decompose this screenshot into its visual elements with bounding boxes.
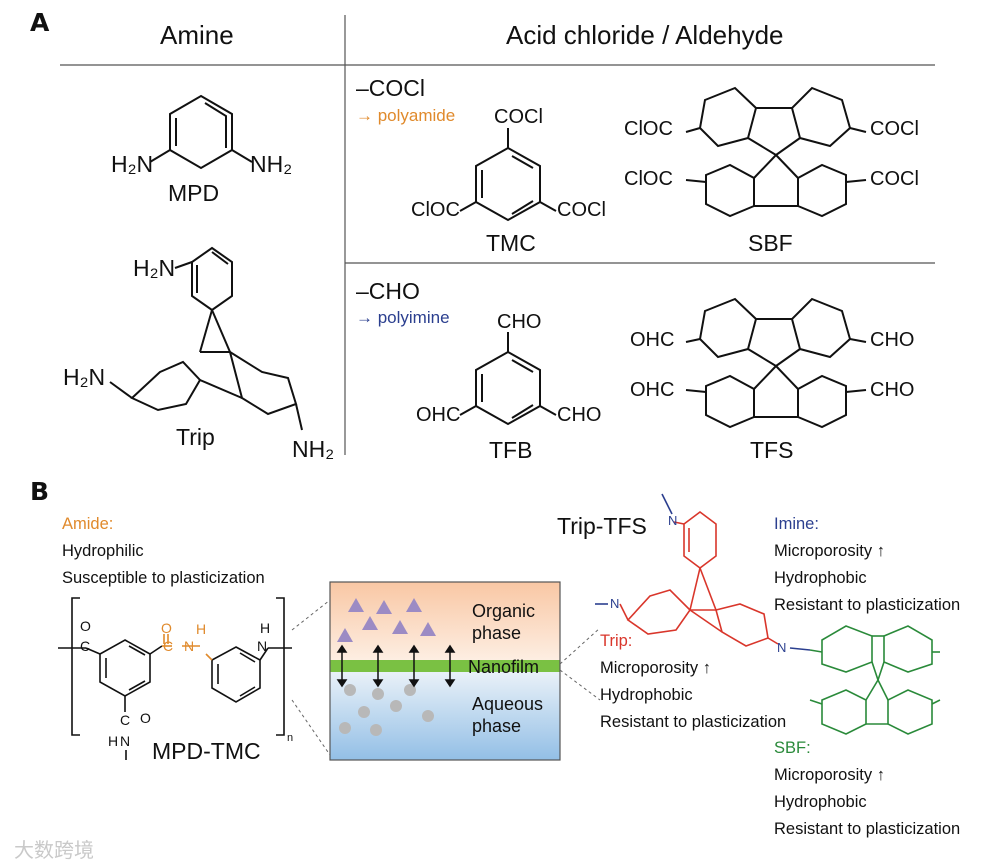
tfb-group-3: CHO	[557, 404, 602, 426]
cocl-label: –COCl	[356, 75, 426, 101]
atom-h-1: H	[196, 621, 207, 637]
tfs-structure	[685, 297, 867, 429]
mpd-name: MPD	[168, 180, 220, 206]
atom-c-2: C	[163, 638, 174, 654]
sbf-line-3: Resistant to plasticization	[774, 820, 961, 838]
sbf-structure	[685, 86, 867, 218]
imine-n-3: N	[777, 640, 787, 655]
tfb-group-1: CHO	[497, 311, 542, 333]
imine-n-1: N	[668, 513, 678, 528]
panel-a-grid	[60, 15, 935, 455]
aqueous-label-2: phase	[472, 716, 522, 736]
polymer1-connectors	[291, 599, 331, 756]
interface-box	[329, 581, 561, 761]
solute-triangles	[337, 598, 436, 642]
panel-a-label: A	[30, 8, 50, 37]
tfs-group-2: CHO	[870, 329, 915, 351]
trip-group-1: H₂N	[133, 255, 176, 281]
tmc-name: TMC	[486, 230, 536, 256]
sbf-group-3: ClOC	[624, 168, 673, 190]
trip-tfs-trip-unit	[619, 511, 779, 647]
tfb-group-2: OHC	[416, 404, 461, 426]
imine-line-3: Resistant to plasticization	[774, 596, 961, 614]
atom-c-3: C	[120, 712, 131, 728]
polyamide-label: → polyamide	[356, 106, 456, 125]
atom-o-3: O	[140, 710, 151, 726]
imine-line-2: Hydrophobic	[774, 569, 867, 587]
atom-o-1: O	[80, 618, 91, 634]
aqueous-label-1: Aqueous	[472, 694, 544, 714]
trip-tfs-imine-links	[595, 493, 811, 651]
trip-group-2: H₂N	[63, 364, 106, 390]
atom-o-2: O	[161, 620, 172, 636]
sbf-group-1: ClOC	[624, 118, 673, 140]
sbf-group-4: COCl	[870, 168, 919, 190]
sbf-title: SBF:	[774, 739, 811, 757]
atom-n-1: N	[184, 638, 195, 654]
tfs-name: TFS	[750, 437, 794, 463]
imine-n-2: N	[610, 596, 620, 611]
amine-header: Amine	[160, 20, 234, 50]
mpd-group-2: NH₂	[250, 151, 293, 177]
trip-tfs-name: Trip-TFS	[557, 513, 647, 539]
panel-b-label: B	[30, 477, 50, 506]
imine-title: Imine:	[774, 515, 819, 533]
sbf-line-1: Microporosity ↑	[774, 766, 885, 784]
aqueous-droplets	[339, 684, 434, 736]
amide-line-2: Susceptible to plasticization	[62, 569, 265, 587]
amide-line-1: Hydrophilic	[62, 542, 144, 560]
trip-tfs-sbf-unit	[809, 625, 941, 735]
trip-line-1: Microporosity ↑	[600, 659, 711, 677]
diffusion-arrows	[336, 644, 456, 688]
polymer2-connectors	[559, 627, 601, 701]
mpd-group-1: H₂N	[111, 151, 154, 177]
polyimine-label: → polyimine	[356, 308, 450, 327]
atom-n-2: N	[257, 638, 268, 654]
imine-line-1: Microporosity ↑	[774, 542, 885, 560]
atom-n-3: N	[120, 733, 131, 749]
sbf-line-2: Hydrophobic	[774, 793, 867, 811]
organic-label-2: phase	[472, 623, 522, 643]
trip-name: Trip	[176, 424, 215, 450]
tfs-group-1: OHC	[630, 329, 675, 351]
trip-title: Trip:	[600, 632, 633, 650]
acid-aldehyde-header: Acid chloride / Aldehyde	[506, 20, 784, 50]
nanofilm-band	[330, 660, 560, 672]
tmc-group-3: COCl	[557, 199, 606, 221]
trip-structure	[109, 246, 303, 431]
atom-h-3: H	[108, 733, 119, 749]
tmc-structure	[459, 128, 557, 222]
sbf-group-2: COCl	[870, 118, 919, 140]
trip-group-3: NH₂	[292, 436, 335, 462]
mpd-tmc-structure	[58, 597, 292, 760]
trip-line-2: Hydrophobic	[600, 686, 693, 704]
tmc-group-2: ClOC	[411, 199, 460, 221]
cho-label: –CHO	[356, 278, 420, 304]
amide-title: Amide:	[62, 515, 114, 533]
atom-h-2: H	[260, 620, 271, 636]
tfs-group-4: CHO	[870, 379, 915, 401]
trip-line-3: Resistant to plasticization	[600, 713, 787, 731]
amide-linkage	[162, 634, 213, 661]
tfs-group-3: OHC	[630, 379, 675, 401]
tfb-name: TFB	[489, 437, 533, 463]
tfb-structure	[459, 332, 557, 426]
nanofilm-label: Nanofilm	[468, 657, 540, 677]
mpd-tmc-name: MPD-TMC	[152, 738, 261, 764]
sbf-name: SBF	[748, 230, 793, 256]
atom-c-1: C	[80, 638, 91, 654]
repeat-subscript: n	[287, 732, 294, 744]
organic-label-1: Organic	[472, 601, 536, 621]
mpd-structure	[149, 94, 253, 170]
tmc-group-1: COCl	[494, 106, 543, 128]
watermark: 大数跨境	[14, 840, 94, 862]
